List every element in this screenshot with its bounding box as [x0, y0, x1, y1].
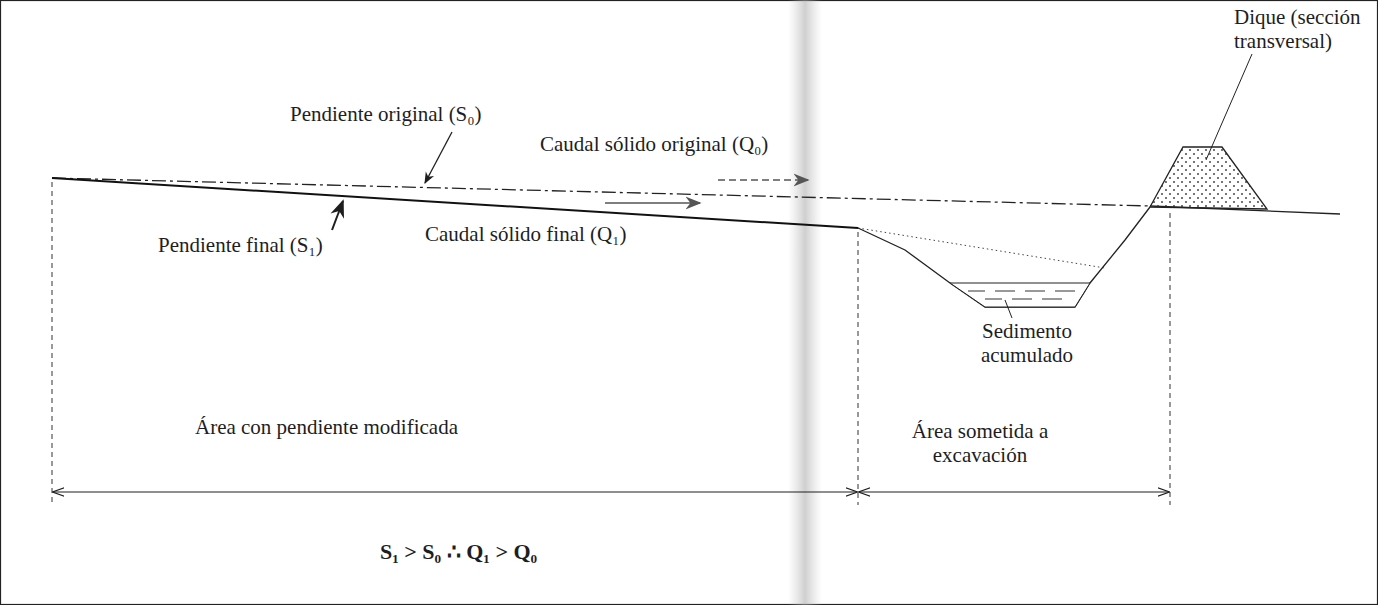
pointer-arrow [425, 132, 452, 183]
dimension-arrow [859, 492, 1169, 493]
leader-line [1005, 300, 1012, 318]
leader-line [1206, 54, 1252, 160]
flow-label: Caudal sólido final (Q₁) [425, 223, 627, 247]
flow-arrow [605, 202, 700, 204]
slope-label: Pendiente final (S₁) [158, 234, 323, 258]
extent-line [858, 232, 859, 505]
flow-arrow [718, 179, 808, 181]
original-slope-line [52, 178, 1150, 206]
formula-label: S₁ > S₀ ∴ Q₁ > Q₀ [380, 540, 537, 565]
sediment-body [950, 283, 1090, 307]
flow-label: Caudal sólido original (Q₀) [540, 133, 768, 157]
area-label: Área sometida a excavación [880, 420, 1080, 467]
sediment-label: Sedimento acumulado [962, 320, 1092, 367]
slope-label: Pendiente original (S₀) [290, 103, 482, 127]
dike-cross-section [1150, 147, 1267, 209]
extent-line [52, 182, 53, 505]
pointer-arrow [332, 201, 343, 230]
excavation-outline [858, 207, 1150, 307]
scan-band [788, 0, 822, 605]
final-slope-line [52, 178, 858, 228]
area-label: Área con pendiente modificada [195, 416, 458, 440]
extent-line [1170, 213, 1171, 505]
sediment-hatch [968, 291, 1075, 299]
slope-projection [858, 228, 1105, 268]
dike-label: Dique (sección transversal) [1234, 6, 1372, 53]
dimension-arrow [53, 492, 857, 493]
